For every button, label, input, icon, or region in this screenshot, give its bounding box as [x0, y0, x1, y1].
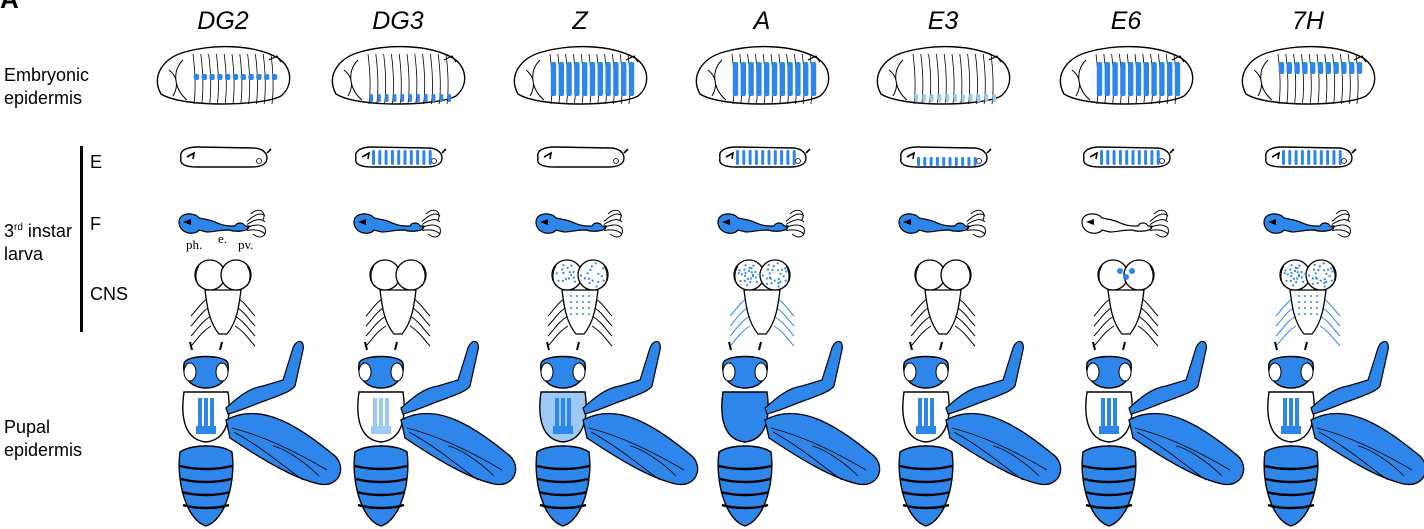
- cns-illustration-e6: [1094, 260, 1158, 346]
- embryo-illustration-z: [514, 47, 646, 104]
- embryo-illustration-dg3: [332, 47, 464, 104]
- cns-illustration-z: [548, 260, 612, 346]
- epidermis-larva-illustration-e3: [901, 147, 991, 167]
- foregut-illustration-z: [536, 210, 622, 237]
- pupal-fly-illustration-dg3: [354, 341, 516, 526]
- pupal-fly-illustration-e6: [1082, 341, 1244, 526]
- pupal-fly-illustration-7h: [1264, 341, 1424, 526]
- epidermis-larva-illustration-7h: [1266, 147, 1356, 167]
- epidermis-larva-illustration-dg3: [356, 147, 446, 167]
- embryo-illustration-e6: [1060, 47, 1192, 104]
- embryo-illustration-7h: [1242, 47, 1374, 104]
- epidermis-larva-illustration-e6: [1084, 147, 1174, 167]
- foregut-illustration-e3: [899, 210, 985, 237]
- epidermis-larva-illustration-a: [720, 147, 810, 167]
- epidermis-larva-illustration-dg2: [181, 147, 271, 167]
- foregut-illustration-dg2: [179, 210, 265, 237]
- cns-illustration-e3: [911, 260, 975, 346]
- pupal-fly-illustration-dg2: [179, 341, 341, 526]
- cns-illustration-dg2: [191, 260, 255, 346]
- cns-illustration-7h: [1276, 260, 1340, 346]
- cns-illustration-a: [730, 260, 794, 346]
- embryo-illustration-a: [696, 47, 828, 104]
- pupal-fly-illustration-a: [718, 341, 880, 526]
- epidermis-larva-illustration-z: [538, 147, 628, 167]
- cns-illustration-dg3: [366, 260, 430, 346]
- foregut-illustration-dg3: [354, 210, 440, 237]
- foregut-illustration-a: [718, 210, 804, 237]
- embryo-illustration-e3: [877, 47, 1009, 104]
- foregut-illustration-e6: [1082, 210, 1168, 237]
- pupal-fly-illustration-e3: [899, 341, 1061, 526]
- foregut-illustration-7h: [1264, 210, 1350, 237]
- pupal-fly-illustration-z: [536, 341, 698, 526]
- embryo-illustration-dg2: [157, 47, 289, 104]
